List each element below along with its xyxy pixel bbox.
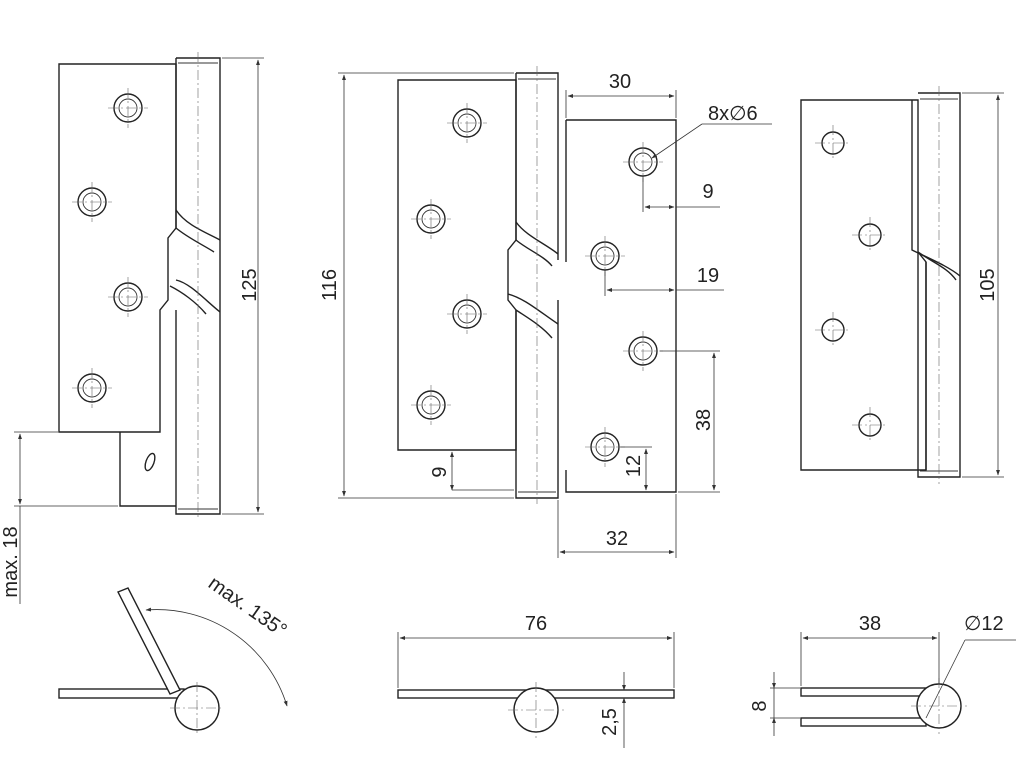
center-screw-hole (623, 331, 663, 371)
bottom-right-width-label: 38 (859, 613, 881, 635)
center-height-label: 116 (319, 269, 341, 301)
center-screw-hole (447, 103, 487, 143)
center-hinge-view: 116 30 8x∅6 9 19 38 12 9 (319, 66, 772, 558)
bottom-left-angle-view: max. 135° (58, 572, 291, 736)
left-offset-label: max. 18 (0, 526, 22, 597)
center-screw-hole (411, 385, 451, 425)
bottom-center-view: 76 2,5 (397, 613, 675, 748)
center-spacing-38-label: 38 (693, 409, 715, 431)
center-hole-callout-label: 8x∅6 (708, 103, 758, 125)
center-screw-hole (447, 294, 487, 334)
center-screw-hole (411, 199, 451, 239)
center-dist-30-label: 30 (609, 71, 631, 93)
left-screw-hole (72, 368, 112, 408)
center-edge-19-label: 19 (697, 265, 719, 287)
bottom-center-width-label: 76 (525, 613, 547, 635)
diameter-label: ∅12 (964, 613, 1004, 635)
right-hinge-view: 105 (800, 86, 1004, 484)
right-screw-hole (815, 312, 851, 348)
center-bottom-12-label: 12 (623, 455, 645, 477)
thickness-label: 2,5 (599, 708, 621, 736)
right-screw-hole (852, 407, 888, 443)
left-screw-hole (108, 277, 148, 317)
center-screw-hole (585, 427, 625, 467)
center-edge-9-label: 9 (702, 181, 713, 203)
left-hinge-view: 125 max. 18 (0, 52, 264, 604)
left-screw-hole (108, 88, 148, 128)
bottom-right-view: 38 ∅12 8 (749, 613, 1016, 736)
center-bottom-9-label: 9 (429, 466, 451, 477)
right-screw-hole (815, 125, 851, 161)
left-screw-hole (72, 182, 112, 222)
right-height-label: 105 (977, 268, 999, 301)
right-screw-hole (852, 217, 888, 253)
left-height-label: 125 (239, 268, 261, 301)
angle-label: max. 135° (204, 572, 291, 642)
gap-label: 8 (749, 700, 771, 711)
center-width-32-label: 32 (606, 528, 628, 550)
